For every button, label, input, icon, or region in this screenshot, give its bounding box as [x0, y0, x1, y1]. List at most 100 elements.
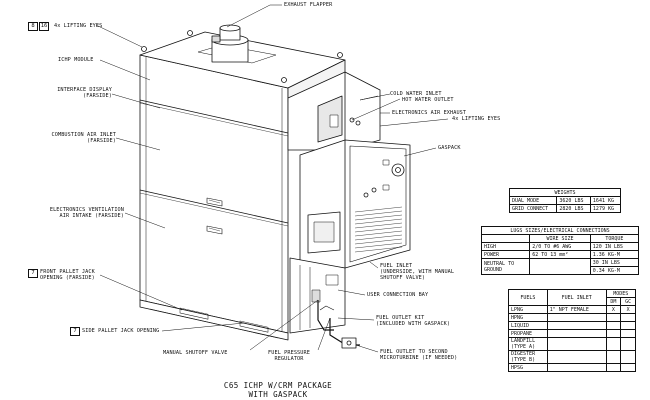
label-electronics-ventilation: ELECTRONICS VENTILATION AIR INTAKE (FARS…	[49, 207, 124, 219]
label-user-connection-bay: USER CONNECTION BAY	[367, 292, 429, 298]
table-row: GRID CONNECT 2820 LBS 1279 KG	[508, 204, 622, 213]
table-cell	[620, 321, 636, 330]
fuels-col-dm: DM	[605, 297, 622, 306]
table-cell	[605, 329, 622, 338]
table-cell: DIGESTER (TYPE B)	[508, 350, 548, 364]
table-cell	[620, 329, 636, 338]
table-cell: 1.36 KG-M	[589, 250, 640, 259]
weights-title: WEIGHTS	[509, 188, 621, 197]
label-front-pallet-jack: FRONT PALLET JACK OPENING (FARSIDE)	[40, 269, 95, 281]
caption-line-2: WITH GASPACK	[248, 390, 308, 399]
table-row: LPNG 1" NPT FEMALE X X	[508, 305, 636, 314]
table-row: 0.34 KG-M	[482, 266, 640, 275]
table-cell: X	[605, 305, 622, 314]
callout-badge: 16	[39, 22, 49, 31]
table-cell: 2820 LBS	[556, 204, 591, 213]
table-cell	[546, 329, 607, 338]
label-combustion-air-inlet: COMBUSTION AIR INLET (FARSIDE)	[51, 132, 116, 144]
fuels-col-modes: MODES	[605, 289, 637, 298]
table-cell	[546, 321, 607, 330]
label-hot-water-outlet: HOT WATER OUTLET	[402, 97, 454, 103]
label-manual-shutoff-valve: MANUAL SHUTOFF VALVE	[163, 350, 228, 356]
table-row: PROPANE	[508, 329, 636, 338]
table-cell: PROPANE	[508, 329, 548, 338]
label-lifting-eyes-right: 4x LIFTING EYES	[452, 116, 501, 122]
table-row: HPSG	[508, 363, 636, 372]
table-row: DUAL MODE 3620 LBS 1641 KG	[508, 196, 622, 205]
lugs-col-wire: WIRE SIZE	[529, 234, 591, 243]
table-cell: 30 IN LBS	[589, 258, 640, 267]
label-gaspack: GASPACK	[438, 145, 461, 151]
label-interface-display: INTERFACE DISPLAY (FARSIDE)	[57, 87, 112, 99]
table-cell	[605, 337, 622, 351]
table-cell: 62 TO 13 mm²	[529, 250, 591, 259]
lugs-title: LUGS SIZES/ELECTRICAL CONNECTIONS	[481, 226, 639, 235]
label-fuel-pressure-regulator: FUEL PRESSURE REGULATOR	[268, 350, 310, 362]
gaspack-enclosure	[299, 139, 411, 269]
table-row: NEUTRAL TO GROUND 30 IN LBS	[480, 258, 640, 275]
table-row: HIGH 2/0 TO #6 AWG 120 IN LBS	[480, 242, 640, 251]
table-cell: 120 IN LBS	[589, 242, 640, 251]
table-cell	[546, 350, 607, 364]
table-cell	[605, 363, 622, 372]
table-cell: 1279 KG	[589, 204, 622, 213]
table-header-row: FUELS FUEL INLET MODES	[508, 289, 637, 306]
table-row: HPNG	[508, 313, 636, 322]
label-cold-water-inlet: COLD WATER INLET	[390, 91, 442, 97]
table-cell	[605, 350, 622, 364]
label-fuel-inlet: FUEL INLET (UNDERSIDE, WITH MANUAL SHUTO…	[380, 263, 455, 281]
table-cell	[605, 321, 622, 330]
cabinet	[139, 30, 346, 341]
callout-badge: 8	[28, 22, 38, 31]
fuels-table: FUELS FUEL INLET MODES DM GC LPNG 1" NPT…	[508, 289, 637, 372]
callout-badge: 7	[28, 269, 38, 278]
table-cell: GRID CONNECT	[508, 204, 558, 213]
table-cell: 1641 KG	[589, 196, 622, 205]
table-cell	[546, 363, 607, 372]
table-cell: POWER	[480, 250, 531, 259]
table-cell	[620, 363, 636, 372]
label-exhaust-flapper: EXHAUST FLAPPER	[284, 2, 333, 8]
fuels-col-fuels: FUELS	[508, 289, 548, 306]
caption-line-1: C65 ICHP W/CRM PACKAGE	[223, 381, 333, 390]
user-connection-bay	[289, 257, 360, 349]
label-fuel-outlet-kit: FUEL OUTLET KIT (INCLUDED WITH GASPACK)	[376, 315, 451, 327]
table-row: LANDFILL (TYPE A)	[508, 337, 636, 351]
label-lifting-eyes-top: 4x LIFTING EYES	[54, 23, 103, 29]
label-electronics-air-exhaust: ELECTRONICS AIR EXHAUST	[392, 110, 467, 116]
table-cell: LANDFILL (TYPE A)	[508, 337, 548, 351]
table-cell	[605, 313, 622, 322]
exhaust-flapper	[211, 24, 249, 63]
table-row: POWER 62 TO 13 mm² 1.36 KG-M	[480, 250, 640, 259]
table-cell: HIGH	[480, 242, 531, 251]
table-cell	[620, 350, 636, 364]
fuels-col-gc: GC	[620, 297, 636, 306]
table-cell: 2/0 TO #6 AWG	[529, 242, 591, 251]
table-cell: HPSG	[508, 363, 548, 372]
lugs-table: LUGS SIZES/ELECTRICAL CONNECTIONS WIRE S…	[480, 226, 640, 275]
table-cell	[546, 313, 607, 322]
table-row: DIGESTER (TYPE B)	[508, 350, 636, 364]
drawing-caption: C65 ICHP W/CRM PACKAGE WITH GASPACK	[212, 381, 344, 399]
label-side-pallet-jack: SIDE PALLET JACK OPENING	[82, 328, 160, 334]
table-cell	[546, 337, 607, 351]
table-cell: LIQUID	[508, 321, 548, 330]
table-cell: 1" NPT FEMALE	[546, 305, 607, 314]
table-cell	[529, 258, 591, 275]
table-cell	[480, 234, 531, 243]
table-cell: HPNG	[508, 313, 548, 322]
callout-badge: 7	[70, 327, 80, 336]
table-cell: DUAL MODE	[508, 196, 558, 205]
label-ichp-module: ICHP MODULE	[58, 57, 94, 63]
table-cell	[620, 337, 636, 351]
table-cell: 3620 LBS	[556, 196, 591, 205]
table-cell: LPNG	[508, 305, 548, 314]
crm-heat-recovery-module	[287, 71, 381, 151]
lugs-col-torque: TORQUE	[589, 234, 640, 243]
leader-lines	[95, 4, 449, 353]
table-cell	[620, 313, 636, 322]
table-header-row: WIRE SIZE TORQUE	[480, 234, 640, 243]
table-cell: X	[620, 305, 636, 314]
